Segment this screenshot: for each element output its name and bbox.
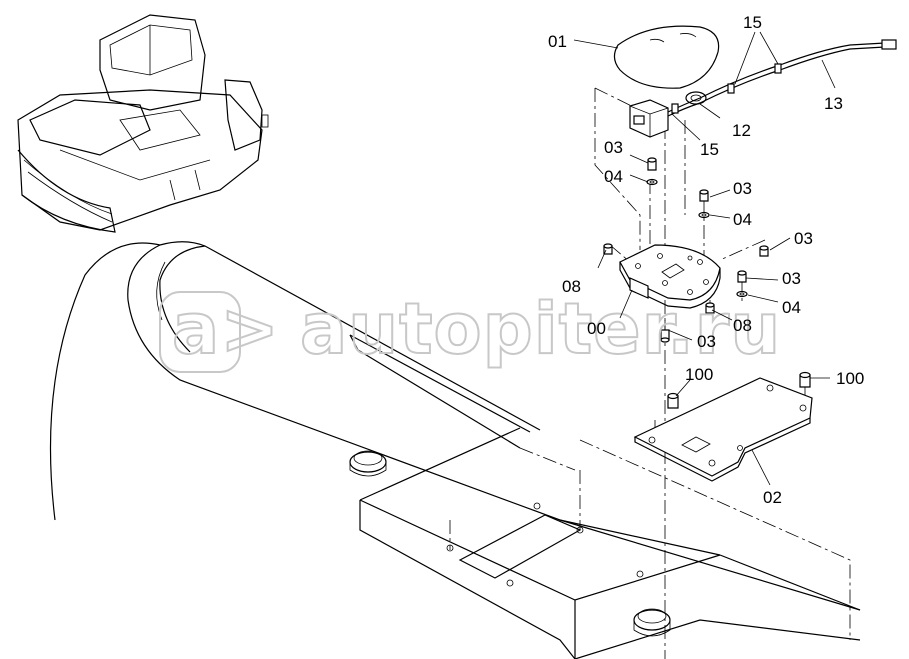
callout-00: 00: [587, 319, 606, 338]
part-12-sensor-unit: [629, 91, 707, 138]
bolt-100: [667, 392, 679, 409]
callout-03-b: 03: [733, 179, 752, 198]
callout-100-a: 100: [685, 365, 713, 384]
watermark-glyph: a>: [172, 288, 280, 370]
bolt-08: [603, 243, 613, 255]
leader-lines: [573, 31, 836, 486]
callout-03-c: 03: [794, 229, 813, 248]
screw-03: [759, 245, 769, 257]
callout-13: 13: [824, 94, 843, 113]
bolt-08: [705, 302, 715, 314]
part-01-cover: [613, 25, 720, 89]
watermark: a> autopiter.ru: [159, 287, 781, 373]
callout-12: 12: [732, 121, 751, 140]
watermark-text: autopiter.ru: [300, 288, 781, 370]
callout-100-b: 100: [836, 369, 864, 388]
callout-03-e: 03: [697, 332, 716, 351]
screw-03: [646, 157, 658, 186]
callout-01: 01: [548, 32, 567, 51]
callout-labels: 01 15 13 12 15 03 04 03 04 03 08 03 04 0…: [548, 13, 864, 507]
callout-03-d: 03: [782, 269, 801, 288]
bolt-hole-cap-left: [349, 450, 387, 477]
screw-03: [736, 270, 748, 298]
machine-overview-thumbnail: [17, 14, 269, 233]
callout-15-top: 15: [743, 13, 762, 32]
part-02-base-plate: [633, 377, 813, 482]
callout-04-b: 04: [733, 210, 752, 229]
callout-02: 02: [763, 488, 782, 507]
callout-03-a: 03: [604, 138, 623, 157]
screw-03: [698, 189, 710, 219]
screw-03: [660, 329, 670, 343]
bolt-hole-cap-right: [633, 608, 671, 637]
bolt-100: [799, 371, 811, 388]
callout-08-a: 08: [562, 277, 581, 296]
callout-08-b: 08: [733, 316, 752, 335]
part-00-bracket: [619, 244, 721, 309]
callout-04-a: 04: [604, 167, 623, 186]
callout-04-c: 04: [782, 298, 801, 317]
callout-15-lower: 15: [700, 140, 719, 159]
machine-body-panel: [49, 241, 861, 659]
part-13-cable: [667, 39, 897, 117]
